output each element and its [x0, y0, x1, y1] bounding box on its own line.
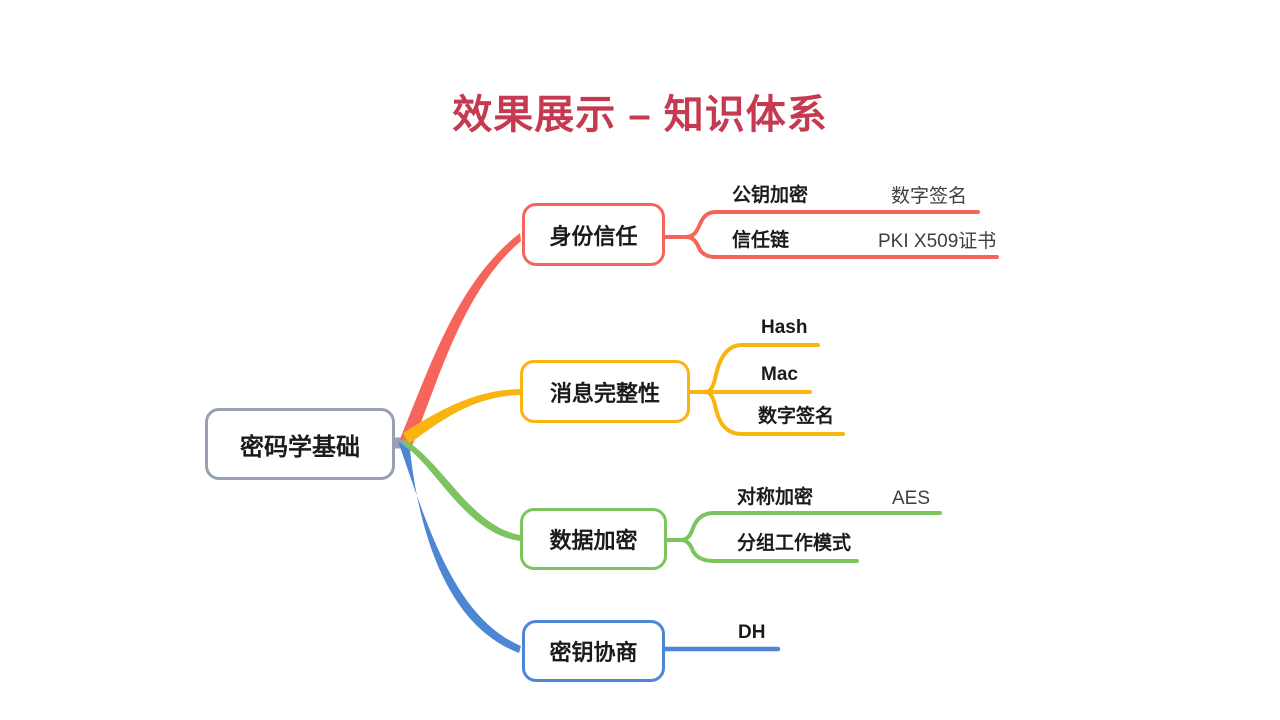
- label-mac: Mac: [761, 364, 798, 385]
- branch-curve-key-agreement: [398, 441, 521, 653]
- label-digital-signature-yellow: 数字签名: [758, 406, 835, 427]
- label-public-key-encryption: 公钥加密: [732, 185, 809, 206]
- digital-signature-line: [702, 390, 845, 436]
- label-aes: AES: [892, 488, 931, 509]
- node-data-encryption: 数据加密: [520, 508, 667, 570]
- label-hash: Hash: [761, 317, 808, 338]
- label-digital-signature-red: 数字签名: [891, 186, 968, 207]
- label-trust-chain: 信任链: [732, 230, 790, 251]
- block-mode-line: [679, 538, 859, 563]
- label-pki-x509-cert: PKI X509证书: [878, 231, 997, 252]
- label-block-mode: 分组工作模式: [737, 533, 852, 554]
- node-key-agreement: 密钥协商: [522, 620, 665, 682]
- slide-title: 效果展示 – 知识体系: [452, 93, 828, 137]
- symmetric-encryption-line: [679, 511, 942, 542]
- branch-curve-message-integrity: [403, 389, 520, 444]
- node-identity-trust: 身份信任: [522, 203, 665, 266]
- node-root: 密码学基础: [205, 408, 395, 480]
- trust-chain-line: [684, 235, 999, 259]
- node-message-integrity: 消息完整性: [520, 360, 690, 423]
- public-key-encryption-line: [684, 210, 980, 239]
- branch-curve-identity-trust: [400, 233, 521, 446]
- label-dh: DH: [738, 622, 766, 643]
- label-symmetric-encryption: 对称加密: [737, 487, 814, 508]
- branch-curve-data-encryption: [402, 438, 520, 541]
